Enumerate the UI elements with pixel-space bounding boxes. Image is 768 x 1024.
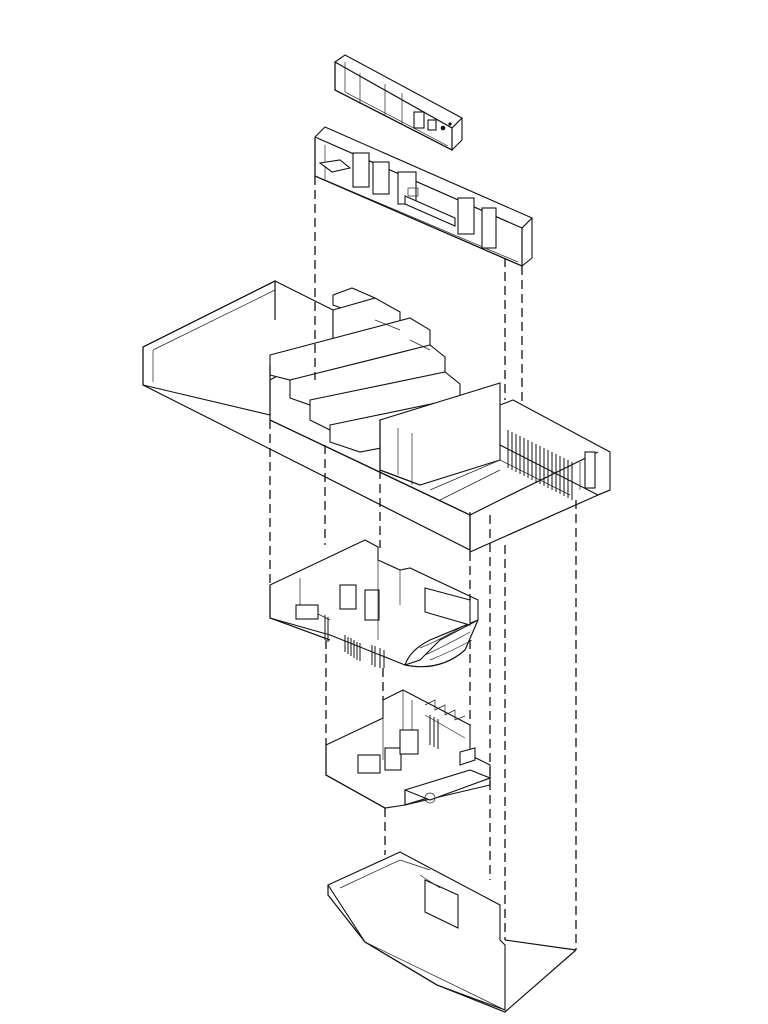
ground-plinth-level: [327, 851, 577, 1013]
first-floor-level: [325, 689, 492, 809]
main-floor-screen: [507, 430, 573, 500]
projection-lines: [269, 176, 577, 950]
second-floor-level: [269, 539, 479, 668]
main-floor-level: [142, 280, 611, 553]
second-floor-hatch: [324, 615, 385, 668]
first-floor-stair: [424, 699, 466, 749]
roof-box-level: [334, 54, 463, 151]
upper-floor-level: [314, 126, 533, 267]
